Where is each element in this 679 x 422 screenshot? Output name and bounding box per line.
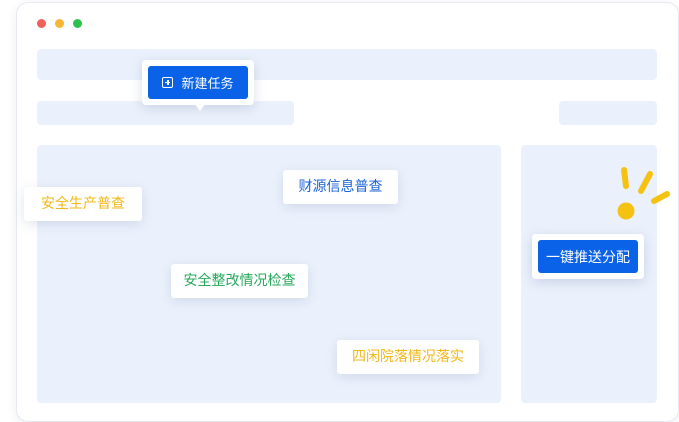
push-assign-label: 一键推送分配 xyxy=(546,249,630,266)
window-close-dot[interactable] xyxy=(37,19,46,28)
filter-bar xyxy=(37,101,294,125)
sparkle-icon xyxy=(617,167,670,220)
task-card-label: 四闲院落情况落实 xyxy=(352,349,464,365)
task-card-label: 安全整改情况检查 xyxy=(183,273,296,289)
filter-bar-right xyxy=(559,101,657,125)
task-card[interactable]: 四闲院落情况落实 xyxy=(337,340,479,374)
task-card-label: 财源信息普查 xyxy=(298,179,383,195)
task-card-label: 安全生产普查 xyxy=(41,196,125,212)
task-card[interactable]: 安全整改情况检查 xyxy=(171,264,308,298)
window-minimize-dot[interactable] xyxy=(55,19,64,28)
new-task-label: 新建任务 xyxy=(181,77,234,92)
push-assign-button[interactable]: 一键推送分配 xyxy=(538,240,638,273)
header-bar xyxy=(37,49,657,80)
plus-square-icon xyxy=(162,77,174,88)
popup-pointer xyxy=(194,103,206,111)
window-maximize-dot[interactable] xyxy=(73,19,82,28)
new-task-button[interactable]: 新建任务 xyxy=(148,66,248,99)
task-card[interactable]: 财源信息普查 xyxy=(283,170,398,204)
task-card[interactable]: 安全生产普查 xyxy=(24,187,142,221)
